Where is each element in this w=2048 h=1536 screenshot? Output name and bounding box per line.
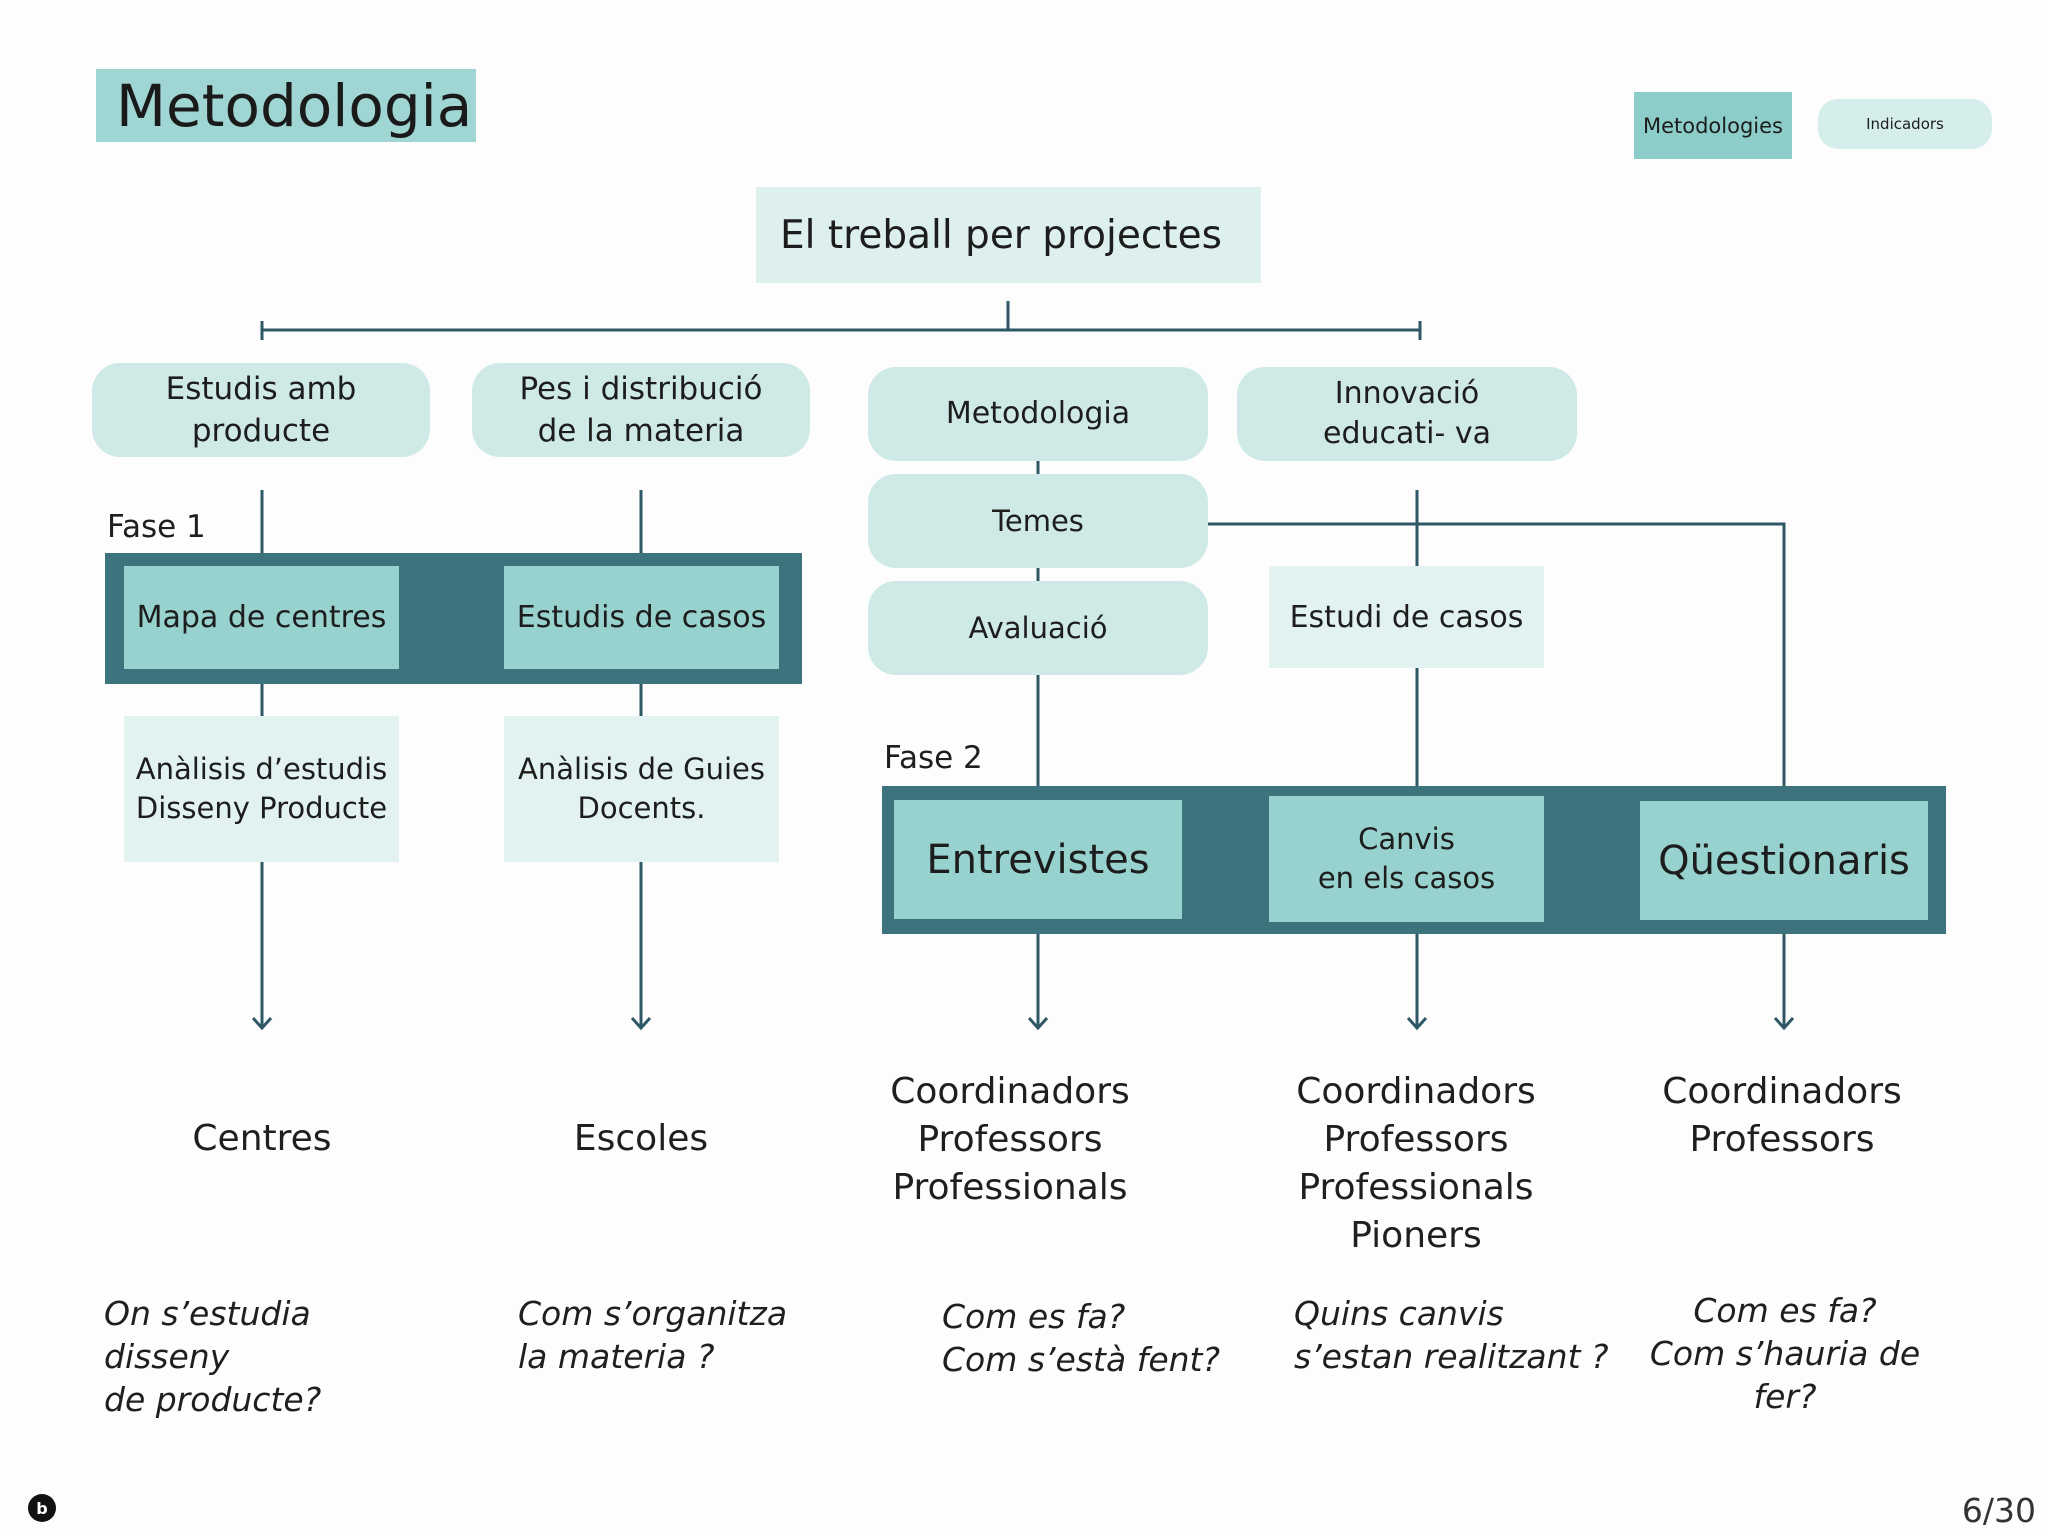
phase1-label: Fase 1	[107, 509, 206, 545]
category-estudis-producte: Estudis amb producte	[92, 363, 430, 457]
audience-entrevistes: Coordinadors Professors Professionals	[860, 1068, 1160, 1212]
question-line: On s’estudia disseny	[104, 1294, 311, 1376]
category-metodologia: Metodologia	[868, 367, 1208, 461]
page-number: 6/30	[1961, 1491, 2036, 1530]
pill-avaluacio: Avaluació	[868, 581, 1208, 675]
box-line: Anàlisis de Guies	[518, 752, 765, 786]
audience-canvis: Coordinadors Professors Professionals Pi…	[1266, 1068, 1566, 1260]
box-analisis-disseny: Anàlisis d’estudis Disseny Producte	[124, 716, 399, 862]
question-4: Quins canvis s’estan realitzant ?	[1294, 1292, 1634, 1378]
audience-line: Professors	[1689, 1119, 1875, 1160]
box-canvis-casos: Canvis en els casos	[1269, 796, 1544, 922]
question-2: Com s’organitza la materia ?	[518, 1292, 848, 1378]
logo-icon: b	[28, 1494, 56, 1522]
audience-line: Coordinadors	[890, 1071, 1130, 1112]
box-line: Docents.	[577, 791, 706, 825]
question-line: Com s’hauria de fer?	[1649, 1334, 1921, 1416]
question-line: Com s’organitza	[518, 1294, 788, 1333]
box-analisis-guies: Anàlisis de Guies Docents.	[504, 716, 779, 862]
category-innovacio-educativa: Innovació educati- va	[1237, 367, 1577, 461]
box-estudis-casos: Estudis de casos	[504, 566, 779, 669]
category-label: Innovació educati- va	[1323, 376, 1491, 451]
phase2-label: Fase 2	[884, 740, 983, 776]
question-5: Com es fa? Com s’hauria de fer?	[1620, 1289, 1950, 1418]
question-line: Com es fa?	[942, 1297, 1126, 1336]
audience-line: Professors	[1323, 1119, 1509, 1160]
audience-line: Professionals	[892, 1167, 1128, 1208]
category-label: Estudis amb producte	[165, 371, 357, 449]
box-questionaris: Qüestionaris	[1640, 801, 1928, 920]
question-line: la materia ?	[518, 1337, 715, 1376]
box-estudi-casos: Estudi de casos	[1269, 566, 1544, 668]
tab-metodologies[interactable]: Metodologies	[1634, 92, 1792, 159]
audience-line: Pioners	[1350, 1215, 1482, 1256]
question-3: Com es fa? Com s’està fent?	[942, 1295, 1272, 1381]
question-line: Com es fa?	[1693, 1291, 1877, 1330]
box-line: en els casos	[1317, 861, 1496, 895]
question-line: Quins canvis	[1294, 1294, 1504, 1333]
box-entrevistes: Entrevistes	[894, 800, 1182, 919]
question-line: s’estan realitzant ?	[1294, 1337, 1609, 1376]
audience-escoles: Escoles	[573, 1118, 709, 1159]
box-line: Disseny Producte	[135, 791, 388, 825]
box-line: Anàlisis d’estudis	[135, 752, 388, 786]
page-title: Metodologia	[96, 69, 476, 142]
pill-temes: Temes	[868, 474, 1208, 568]
audience-line: Coordinadors	[1662, 1071, 1902, 1112]
question-line: de producte?	[104, 1380, 322, 1419]
audience-line: Professionals	[1298, 1167, 1534, 1208]
box-line: Canvis	[1358, 822, 1455, 856]
audience-line: Professors	[917, 1119, 1103, 1160]
question-1: On s’estudia disseny de producte?	[104, 1292, 434, 1421]
root-node: El treball per projectes	[756, 187, 1261, 283]
audience-line: Coordinadors	[1296, 1071, 1536, 1112]
tab-indicadors[interactable]: Indicadors	[1818, 99, 1992, 149]
category-label: Pes i distribució de la materia	[519, 371, 763, 449]
audience-centres: Centres	[192, 1118, 332, 1159]
question-line: Com s’està fent?	[942, 1340, 1220, 1379]
box-mapa-centres: Mapa de centres	[124, 566, 399, 669]
audience-questionaris: Coordinadors Professors	[1632, 1068, 1932, 1164]
category-pes-distribucio: Pes i distribució de la materia	[472, 363, 810, 457]
